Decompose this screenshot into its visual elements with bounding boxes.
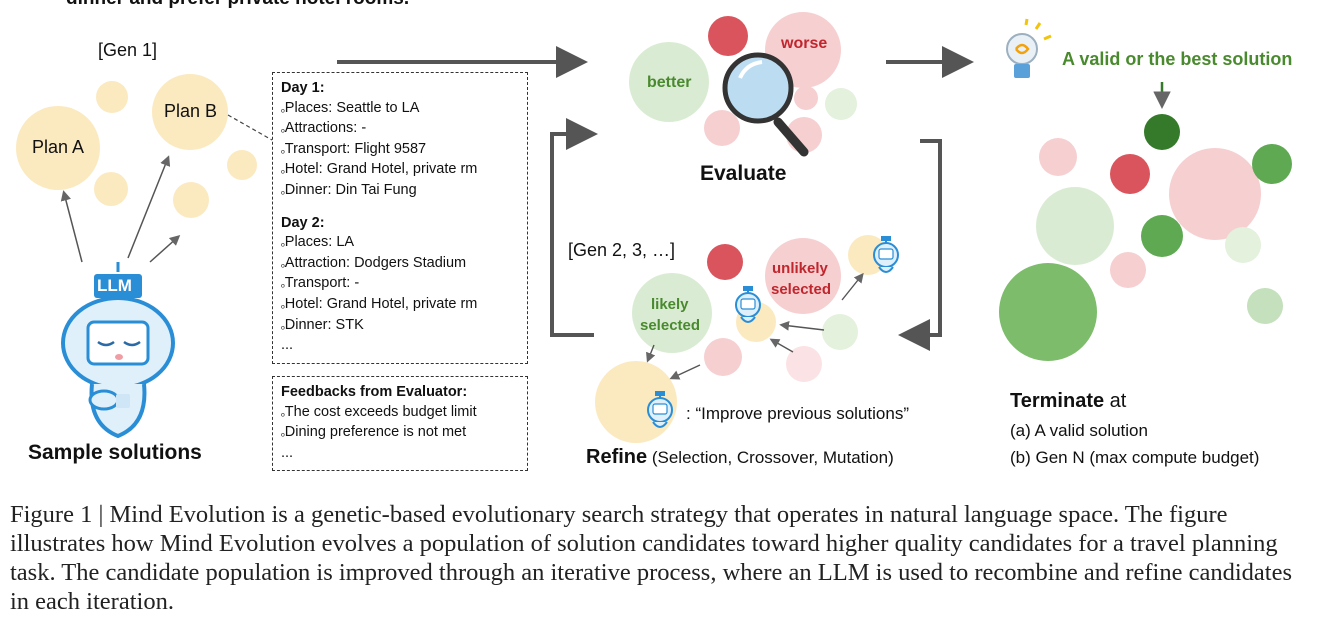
solution-circle [227,150,257,180]
solution-circle [825,88,857,120]
final-population [999,114,1292,361]
plan-detail-box: Day 1: Places: Seattle to LA Attractions… [272,72,528,364]
llm-robot-icon [61,262,175,439]
mini-robot-icon [873,236,899,273]
solution-circle [999,263,1097,361]
solution-circle [94,172,128,206]
feedback-box: Feedbacks from Evaluator: The cost excee… [272,376,528,471]
solution-circle [96,81,128,113]
sample-solutions-label: Sample solutions [28,441,202,464]
solution-circle [794,86,818,110]
llm-sampling-arrows [60,155,181,263]
day1-item: Dinner: Din Tai Fung [281,181,519,202]
lightbulb-icon [1006,18,1052,78]
better-label: better [647,74,692,91]
iteration-loop [550,118,942,351]
llm-badge-label: LLM [97,276,132,295]
gen1-label: [Gen 1] [98,40,158,60]
day2-item: Places: LA [281,233,519,254]
plan-a-label: Plan A [32,137,85,157]
solution-circle [173,182,209,218]
terminate-cond-b: (b) Gen N (max compute budget) [1010,448,1260,467]
feedback-item: Dining preference is not met [281,423,519,444]
day2-title: Day 2: [281,214,325,231]
day2-item: Dinner: STK [281,316,519,337]
unlikely-selected-label-1: unlikely [772,260,828,277]
solution-circle [786,346,822,382]
worse-label: worse [781,35,828,52]
day2-item: Attraction: Dodgers Stadium [281,254,519,275]
refine-title: Refine [586,446,648,468]
solution-circle [1110,252,1146,288]
figure-caption: Figure 1 | Mind Evolution is a genetic-b… [10,501,1292,615]
feedback-title: Feedbacks from Evaluator: [281,384,468,400]
day1-title: Day 1: [281,80,325,96]
plan-ellipsis: ... [281,337,294,354]
unlikely-selected-label-2: selected [771,281,832,298]
plan-b-label: Plan B [164,101,218,121]
gen1-population [16,74,257,218]
feedback-item: The cost exceeds budget limit [281,403,519,424]
solution-circle [1169,148,1261,240]
better-circle [629,42,709,122]
diagram-canvas [16,12,1292,443]
solution-circle [1036,187,1114,265]
day1-item: Hotel: Grand Hotel, private rm [281,160,519,181]
solution-circle [1252,144,1292,184]
unlikely-selected-circle [765,238,841,314]
evaluate-label: Evaluate [700,162,787,185]
solution-circle [704,338,742,376]
refine-subtitle: (Selection, Crossover, Mutation) [647,448,894,467]
day1-item: Places: Seattle to LA [281,99,519,120]
refine-arrows [646,272,864,380]
plan-b-circle [152,74,228,150]
solution-circle [1225,227,1261,263]
magnifier-icon [722,52,809,157]
solution-circle [707,244,743,280]
solution-label: A valid or the best solution [1062,49,1293,69]
day2-item: Hotel: Grand Hotel, private rm [281,295,519,316]
day1-item: Attractions: - [281,119,519,140]
solution-circle [822,314,858,350]
solution-circle [704,110,740,146]
top-cut-text: dinner and prefer private hotel rooms. [66,0,409,10]
likely-selected-label-2: selected [640,317,701,334]
best-solution-circle [1144,114,1180,150]
llm-badge [94,274,142,298]
dashed-link-plan-b [227,114,273,141]
day2-item: Transport: - [281,274,519,295]
likely-selected-label-1: likely [651,296,689,313]
feedback-ellipsis: ... [281,444,294,461]
terminate-label: Terminate at [1010,390,1126,413]
mini-robot-icon [647,391,673,428]
mini-robot-icon [735,286,761,323]
likely-selected-circle [632,273,712,353]
terminate-title: Terminate [1010,390,1105,412]
solution-circle [1110,154,1150,194]
robot-note: : “Improve previous solutions” [686,404,909,423]
solution-circle [1247,288,1283,324]
refine-label: Refine (Selection, Crossover, Mutation) [586,446,894,469]
plan-a-circle [16,106,100,190]
terminate-at: at [1104,390,1127,412]
solution-circle [708,16,748,56]
gen-later-label: [Gen 2, 3, …] [568,240,676,260]
solution-circle [1141,215,1183,257]
terminate-cond-a: (a) A valid solution [1010,421,1148,440]
solution-circle [1039,138,1077,176]
day1-item: Transport: Flight 9587 [281,140,519,161]
